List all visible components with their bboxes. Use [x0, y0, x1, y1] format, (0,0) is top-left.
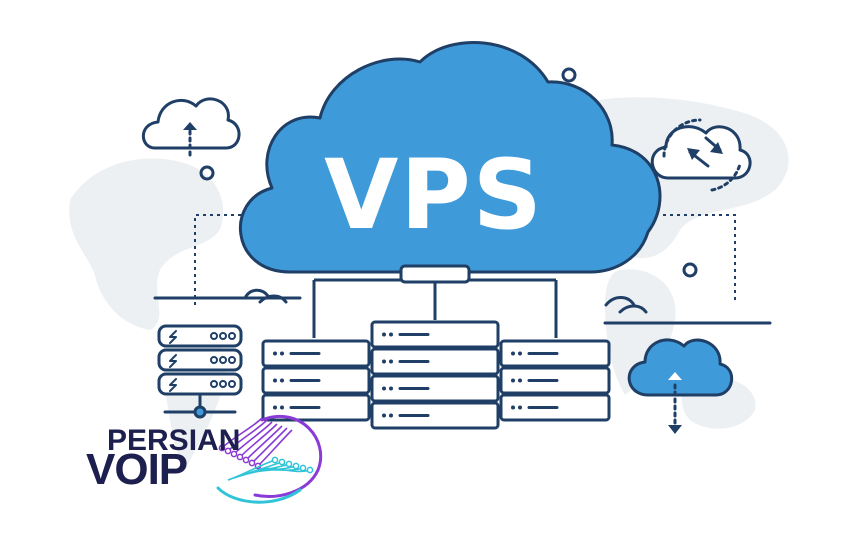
server-led [518, 405, 522, 410]
server-led [389, 413, 393, 418]
logo-node [278, 458, 286, 466]
server-led [389, 359, 393, 364]
server-led [511, 378, 515, 383]
logo-fiber [257, 429, 293, 467]
server-led [382, 413, 386, 418]
server-unit [370, 347, 500, 376]
logo-node [242, 456, 250, 464]
logo-arc [216, 486, 302, 504]
logo-fiber [239, 423, 278, 458]
server-led [382, 359, 386, 364]
server-led [280, 378, 284, 383]
server-unit [370, 374, 500, 403]
logo-fiber [221, 417, 263, 449]
server-led [511, 405, 515, 410]
logo-node [230, 450, 238, 458]
network-connectors [312, 264, 558, 338]
server-led [382, 386, 386, 391]
logo-node [271, 456, 279, 464]
brand-name-line1: PERSIAN [107, 424, 240, 457]
server-led [273, 378, 277, 383]
logo-arc [253, 414, 323, 498]
server-led [273, 351, 277, 356]
logo-node [224, 447, 232, 455]
server-led [518, 351, 522, 356]
logo-node [285, 460, 293, 468]
decor-circle-right [682, 262, 698, 278]
server-led [511, 351, 515, 356]
logo-fiber [227, 419, 268, 452]
server-led [389, 332, 393, 337]
logo-node [292, 462, 300, 470]
server-led [389, 386, 393, 391]
server-led [280, 405, 284, 410]
logo-fiber [257, 467, 311, 473]
upload-cloud-icon [141, 97, 241, 157]
download-cloud-icon [627, 338, 733, 434]
logo-fiber [251, 427, 288, 464]
logo-fiber [233, 421, 273, 455]
server-stack-icon [157, 324, 243, 419]
server-unit [370, 401, 500, 430]
logo-node [306, 466, 314, 474]
decor-circle-top [561, 67, 577, 83]
decor-circle-left [199, 165, 215, 181]
logo-node [218, 444, 226, 452]
logo-node [248, 459, 256, 467]
server-led [273, 405, 277, 410]
brand-name-line2: VOIP [86, 445, 187, 494]
server-led [518, 378, 522, 383]
sync-cloud-icon [650, 118, 752, 192]
dotted-connectors [194, 214, 736, 305]
persianvoip-logo-mark [216, 414, 323, 504]
logo-node [236, 453, 244, 461]
server-rack-icon [261, 320, 611, 430]
logo-fiber [245, 425, 283, 461]
server-led [382, 332, 386, 337]
logo-node [299, 464, 307, 472]
ground-lines [153, 288, 772, 325]
main-cloud [238, 41, 662, 274]
logo-fiber [227, 459, 276, 481]
server-unit [370, 320, 500, 349]
server-led [280, 351, 284, 356]
vps-title: VPS [324, 139, 544, 251]
